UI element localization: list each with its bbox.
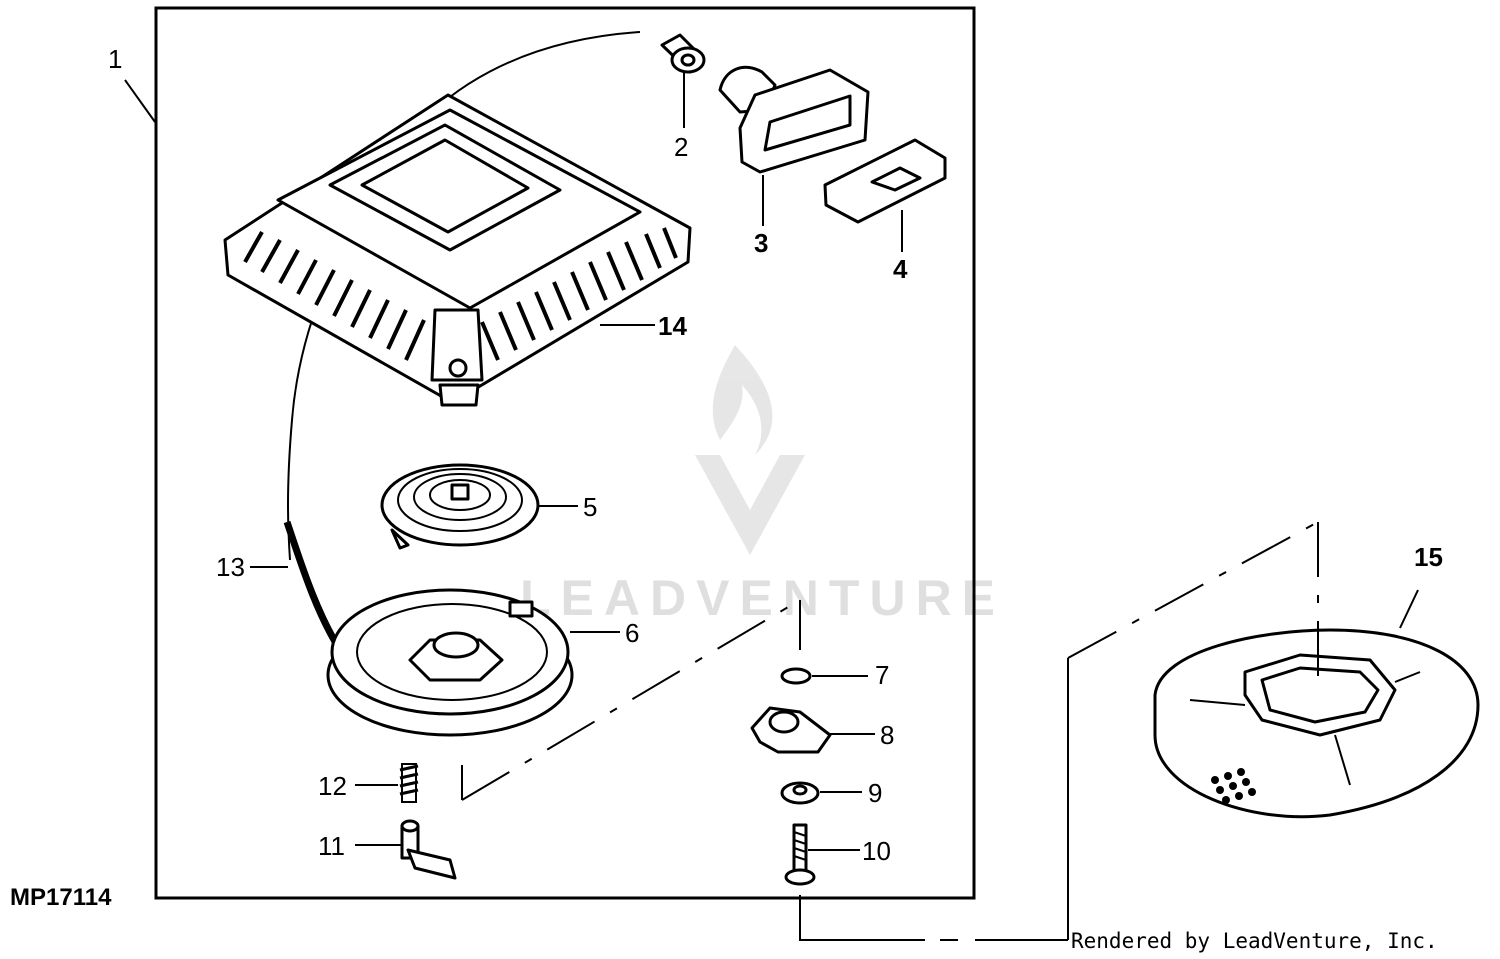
callout-12: 12 [318,771,347,801]
callout-7: 7 [875,660,889,690]
callout-15: 15 [1414,542,1443,572]
callout-11: 11 [318,831,345,861]
callout-8: 8 [880,720,894,750]
leader-lines [124,72,1419,851]
callout-14: 14 [658,311,687,341]
callout-2: 2 [674,132,688,162]
small-spring [399,763,419,803]
screw [784,823,816,886]
callout-10: 10 [862,836,891,866]
starter-pulley [326,588,574,737]
leadventure-watermark: LEADVENTURE [520,345,1005,626]
assembly-frame [154,6,976,900]
ratchet [400,819,457,880]
callout-13: 13 [216,552,245,582]
recoil-housing [223,93,692,407]
callout-6: 6 [625,618,639,648]
starter-handle [718,66,870,174]
callout-3: 3 [754,228,768,258]
handle-grip [823,138,947,224]
render-credit: Rendered by LeadVenture, Inc. [1071,929,1438,953]
callout-9: 9 [868,778,882,808]
rope-bushing [660,33,706,74]
watermark-text: LEADVENTURE [520,570,1005,626]
starter-pawl [750,706,832,754]
starter-plate [1153,628,1480,819]
alignment-lines [461,521,1319,941]
callout-5: 5 [583,492,597,522]
starter-rope [283,520,343,652]
recoil-spring [380,463,540,550]
callout-4: 4 [893,254,908,284]
figure-code: MP17114 [10,884,112,911]
callout-labels: 1 2 3 4 5 6 7 8 9 10 11 12 13 14 15 [108,44,1443,866]
washer [780,667,812,685]
spacer [780,781,820,805]
callout-1: 1 [108,44,122,74]
